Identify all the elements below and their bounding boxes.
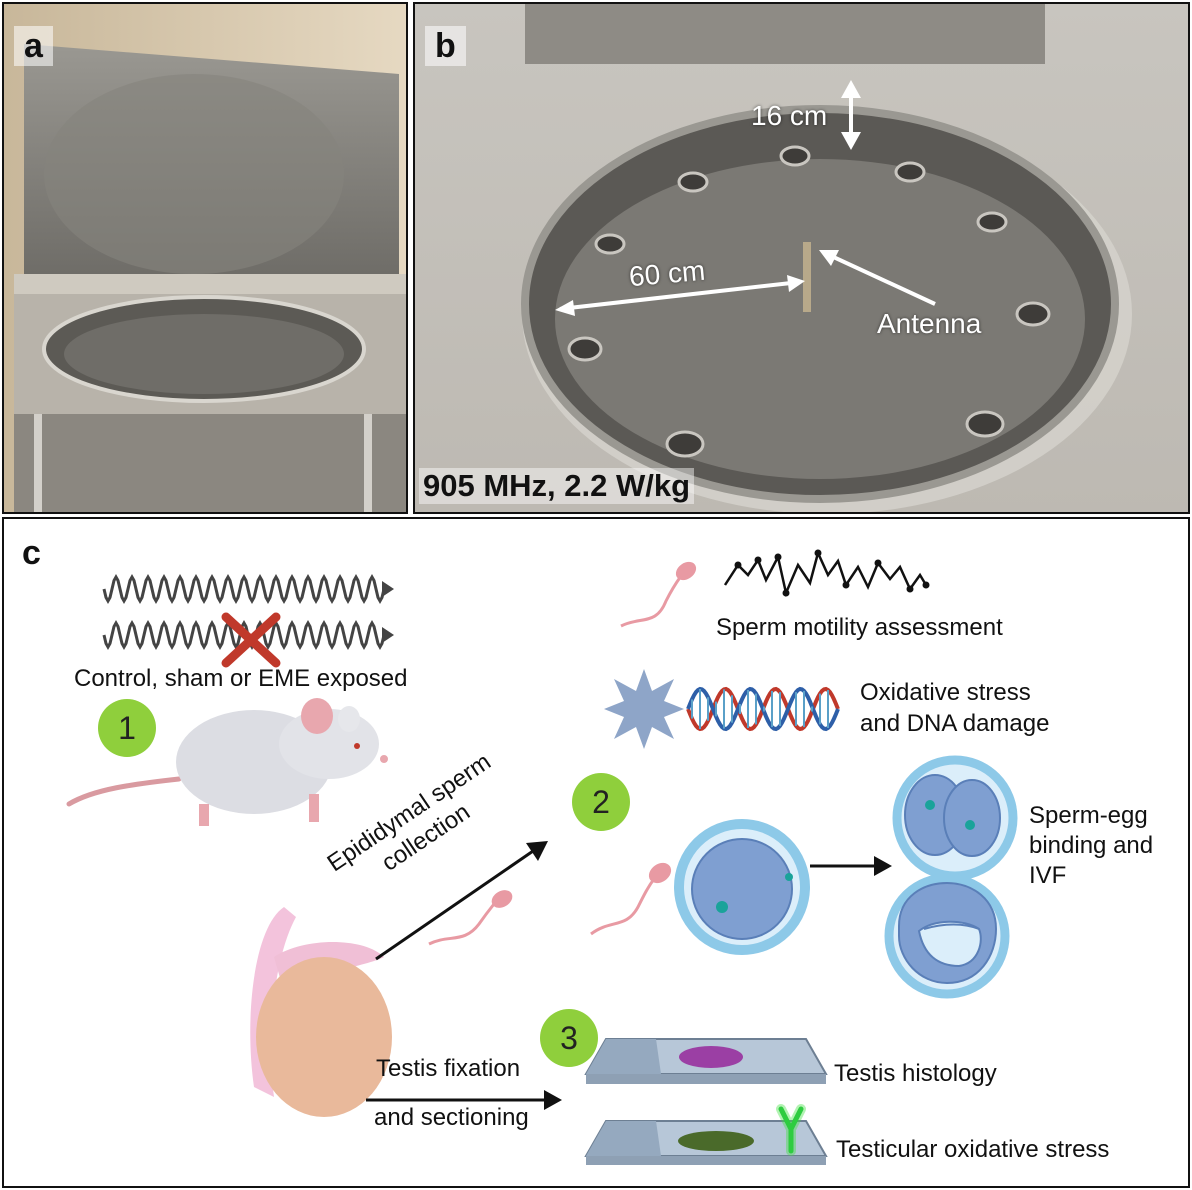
stained-slide-icon <box>584 1104 828 1165</box>
diameter-annotation: 60 cm <box>627 254 707 293</box>
ivf-line1: Sperm-egg <box>1029 802 1148 829</box>
sperm-icon-small <box>428 890 513 946</box>
step1-caption: Control, sham or EME exposed <box>74 665 408 692</box>
oocyte-icon <box>674 819 810 955</box>
testis-fixation-line2: and sectioning <box>374 1104 529 1131</box>
sperm-collection-arrow <box>375 841 548 961</box>
step1-badge: 1 <box>98 699 156 757</box>
radiation-waves-icon <box>102 573 394 668</box>
reactive-oxygen-star-icon <box>604 669 684 749</box>
testis-histology-label: Testis histology <box>834 1060 997 1087</box>
motility-assessment-label: Sperm motility assessment <box>716 614 1003 641</box>
exposure-chamber-open-photo <box>4 4 406 512</box>
ivf-arrow <box>810 856 892 876</box>
testis-epididymis-icon <box>250 907 392 1117</box>
oxidative-dna-label: Oxidative stress and DNA damage <box>860 677 1049 739</box>
exposure-chamber-top-photo <box>415 4 1188 512</box>
step2-badge: 2 <box>572 773 630 831</box>
histology-slide-icon <box>584 1038 828 1084</box>
panel-a-label: a <box>14 26 53 66</box>
dna-helix-icon <box>686 686 840 732</box>
antibody-icon <box>776 1104 806 1156</box>
antenna-label: Antenna <box>877 308 982 339</box>
panel-c-label: c <box>22 534 41 572</box>
mouse-icon <box>66 698 388 826</box>
blocked-cross-icon <box>221 612 281 668</box>
exposure-caption: 905 MHz, 2.2 W/kg <box>419 468 695 504</box>
panel-b-label: b <box>425 26 466 66</box>
oxidative-line1: Oxidative stress <box>860 679 1031 706</box>
height-annotation: 16 cm <box>751 100 828 131</box>
ivf-line2: binding and <box>1029 832 1154 859</box>
panel-a-photo: a <box>2 2 408 514</box>
testis-fixation-line1: Testis fixation <box>376 1055 521 1082</box>
ivf-label: Sperm-egg binding and IVF <box>1029 801 1153 891</box>
two-cell-embryo-icon <box>892 755 1018 881</box>
panel-c-schematic: c Control, sham or EME exposed 1 E <box>2 517 1190 1188</box>
ivf-line3: IVF <box>1029 862 1067 889</box>
testicular-oxidative-stress-label: Testicular oxidative stress <box>836 1136 1110 1163</box>
blastocyst-icon <box>884 873 1010 999</box>
sperm-icon <box>620 561 697 628</box>
testis-fixation-arrow <box>366 1090 562 1110</box>
panel-b-photo: b 16 cm 60 cm Antenna 905 MHz, 2.2 W/kg <box>413 2 1190 514</box>
oxidative-line2: and DNA damage <box>860 710 1050 737</box>
sperm-icon-egg <box>590 862 672 936</box>
step3-badge: 3 <box>540 1009 598 1067</box>
motility-track-icon <box>723 549 930 598</box>
